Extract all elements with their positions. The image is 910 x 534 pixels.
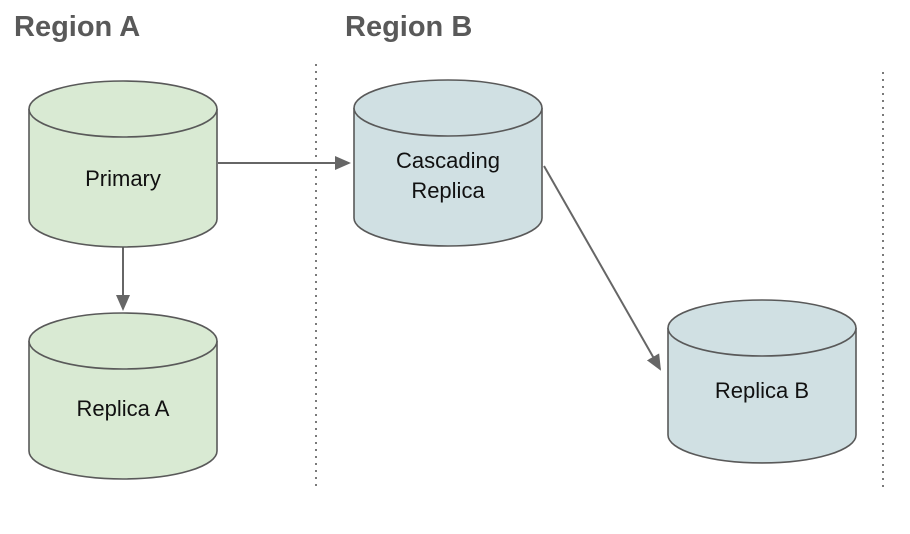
primary-cylinder <box>28 80 218 248</box>
replica-a-cylinder-body <box>28 341 218 480</box>
primary-cylinder-body <box>28 109 218 248</box>
replica-b-cylinder-top <box>667 299 857 357</box>
replica-b-cylinder-body <box>667 328 857 464</box>
primary-cylinder-top <box>28 80 218 138</box>
primary-label: Primary <box>85 166 161 191</box>
replica-b-label: Replica B <box>714 378 810 403</box>
arrow-cascading-to-replica-b <box>543 165 661 371</box>
replica-a-cylinder-top <box>28 312 218 370</box>
replica-b-cylinder <box>667 299 857 464</box>
replica-a-label: Replica A <box>76 396 170 421</box>
region-a-title: Region A <box>14 11 141 43</box>
cascading-replica-label: Cascading Replica <box>396 148 500 203</box>
replica-a-cylinder <box>28 312 218 480</box>
region-b-title: Region B <box>345 11 473 43</box>
cascading-replica-cylinder-top <box>353 79 543 137</box>
cascading-replica-cylinder <box>353 79 543 247</box>
cascading-replica-cylinder-body <box>353 108 543 247</box>
